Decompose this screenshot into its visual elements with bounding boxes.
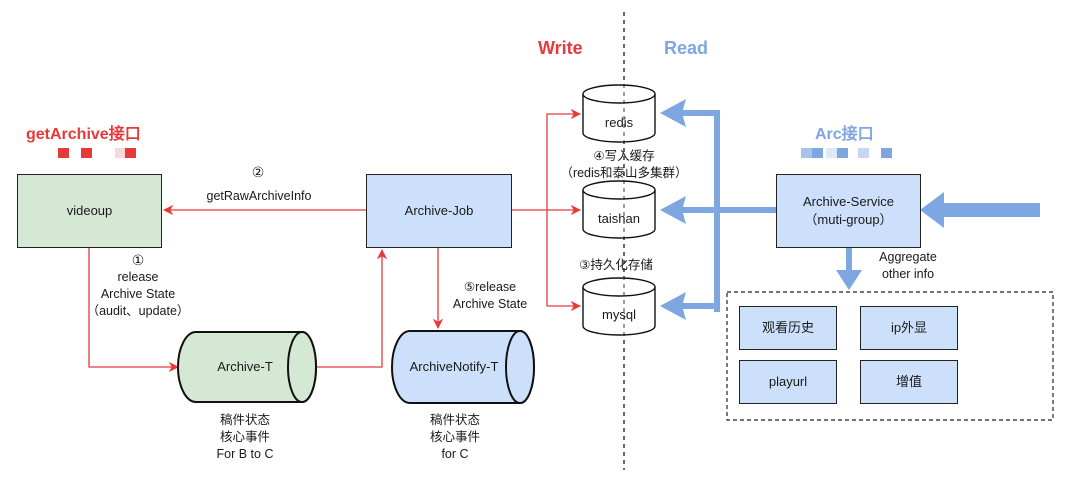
read-section-title: Read [664,38,709,58]
mysql-cylinder [582,277,656,336]
arc-header: Arc接口 [815,126,874,143]
archive-notify-t-cylinder [391,330,535,404]
step3-label: ③持久化存储 [579,258,653,272]
redis-label[interactable]: redis [604,115,634,130]
read-arrows [660,99,1040,320]
mysql-label[interactable]: mysql [602,307,636,322]
edge-job-to-redis [546,108,582,210]
archive-job-node[interactable]: Archive-Job [366,174,512,248]
taishan-label[interactable]: taishan [598,211,640,226]
videoup-node[interactable]: videoup [17,174,162,248]
edge-archive-t-to-job [300,248,388,368]
archive-service-sublabel: （muti-group） [804,212,893,227]
archive-notify-t-caption: 稿件状态 核心事件 for C [429,413,480,461]
aggregate-label: Aggregate other info [879,250,937,281]
archive-service-node[interactable]: Archive-Service （muti-group） [776,174,921,248]
step2-label: getRawArchiveInfo [206,189,312,203]
archive-job-label: Archive-Job [404,203,474,218]
step2-number: ② [251,164,265,180]
archive-t-caption: 稿件状态 核心事件 For B to C [216,413,274,461]
archive-notify-t-label[interactable]: ArchiveNotify-T [409,359,499,374]
step1-label: ① release Archive State （audit、update） [86,252,190,318]
archive-service-label: Archive-Service [802,194,895,209]
read-arrowhead-taishan [660,196,686,224]
aggregate-item-value-added[interactable]: 增值 [860,360,958,404]
videoup-label: videoup [66,203,113,218]
archive-t-label[interactable]: Archive-T [217,359,273,374]
get-archive-header: getArchive接口 [26,126,141,143]
read-arrowhead-mysql [660,292,686,320]
aggregate-item-ip-display[interactable]: ip外显 [860,306,958,350]
aggregate-arrowhead [836,270,862,290]
taishan-cylinder [582,180,656,239]
step5-label: ⑤release Archive State [452,280,528,311]
aggregate-item-playurl[interactable]: playurl [739,360,837,404]
edge-videoup-to-archive-t [88,247,180,373]
step4-label: ④写入缓存 （redis和泰山多集群） [560,149,688,180]
archive-t-cylinder [177,331,317,403]
write-section-title: Write [538,38,583,58]
edge-job-to-mysql [546,210,582,312]
read-arrowhead-redis [660,99,686,127]
redis-cylinder [582,84,656,143]
aggregate-container [726,291,1054,421]
incoming-arrowhead [920,192,944,228]
aggregate-item-watch-history[interactable]: 观看历史 [739,306,837,350]
